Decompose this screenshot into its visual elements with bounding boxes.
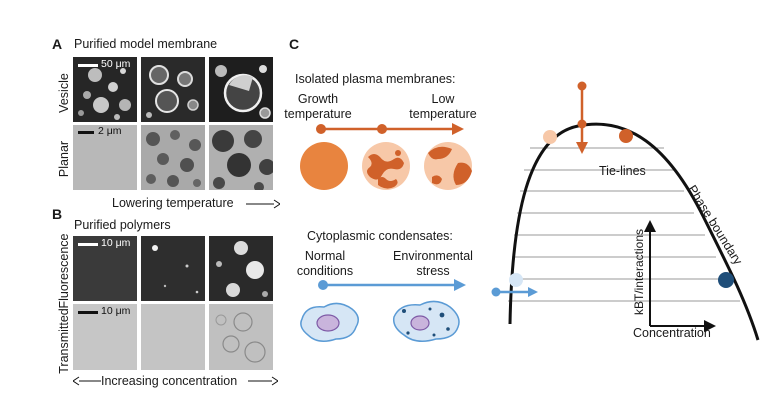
condensates-title: Cytoplasmic condensates:: [307, 229, 453, 243]
panel-a-letter: A: [52, 36, 63, 52]
planar-image-2: [141, 125, 205, 190]
condensate-point-right: [718, 272, 734, 288]
concentration-increase-arrow: [491, 287, 538, 297]
membranes-left-line1: Growth: [297, 92, 339, 106]
panel-a-axis-arrow: [244, 197, 281, 216]
cell-stressed-icon: [392, 300, 460, 342]
membrane-fluctuating-icon: [362, 142, 410, 190]
condensates-stress-arrow: [318, 275, 468, 300]
membrane-icons: [298, 141, 478, 198]
vesicle-image-3: [209, 57, 273, 122]
membranes-right-line1: Low: [431, 92, 455, 106]
membranes-right-line2: temperature: [409, 107, 477, 121]
panel-a-row2-label: Planar: [57, 140, 71, 178]
transmitted-image-2: [141, 304, 205, 370]
membrane-critical-point-left: [543, 130, 557, 144]
cell-normal-icon: [300, 302, 359, 342]
condensates-left-line2: conditions: [296, 264, 354, 278]
fluorescence-image-3: [209, 236, 273, 301]
transmitted-scale-bar: [78, 311, 98, 314]
panel-a-title: Purified model membrane: [74, 37, 218, 51]
planar-image-1: [73, 125, 137, 190]
vesicle-scale-bar: [78, 64, 98, 67]
condensates-left-line1: Normal: [304, 249, 346, 263]
membranes-right-label: Low temperature: [405, 92, 481, 122]
panel-b-letter: B: [52, 206, 63, 222]
phase-diagram: [488, 76, 778, 361]
tie-lines: [508, 147, 740, 302]
planar-scale-bar: [78, 131, 94, 134]
panel-b-axis-label: Increasing concentration: [101, 374, 238, 388]
planar-scale-text: 2 μm: [98, 125, 122, 137]
fluorescence-image-2: [141, 236, 205, 301]
diagram-axes: [644, 220, 716, 332]
membrane-separated-icon: [424, 142, 472, 190]
y-axis-label: kBT/interactions: [632, 228, 646, 316]
x-axis-label: Concentration: [633, 326, 711, 340]
condensate-point-left: [509, 273, 523, 287]
panel-c-letter: C: [289, 36, 300, 52]
transmitted-scale-text: 10 μm: [101, 305, 131, 317]
fluorescence-scale-text: 10 μm: [101, 237, 131, 249]
membranes-left-label: Growth temperature: [280, 92, 356, 122]
panel-a-axis-label: Lowering temperature: [112, 196, 234, 210]
cell-icons: [296, 297, 476, 352]
membranes-temperature-arrow: [316, 119, 466, 144]
vesicle-image-1: [73, 57, 137, 122]
membrane-critical-point-right: [619, 129, 633, 143]
panel-b-row2-label: Transmitted: [57, 308, 71, 374]
condensates-right-line2: stress: [416, 264, 450, 278]
vesicle-image-2: [141, 57, 205, 122]
membranes-left-line2: temperature: [284, 107, 352, 121]
panel-b-axis-arrow-right: [248, 374, 279, 393]
membrane-uniform-icon: [300, 142, 348, 190]
vesicle-scale-text: 50 μm: [101, 58, 131, 70]
temperature-drop-arrow: [576, 81, 588, 154]
panel-b-axis-arrow-left: [72, 374, 101, 393]
condensates-right-line1: Environmental: [393, 249, 473, 263]
panel-b-title: Purified polymers: [74, 218, 171, 232]
panel-b-row1-label: Fluorescence: [57, 233, 71, 309]
membranes-title: Isolated plasma membranes:: [295, 72, 456, 86]
tie-lines-label: Tie-lines: [599, 164, 646, 178]
transmitted-image-3: [209, 304, 273, 370]
fluorescence-scale-bar: [78, 243, 98, 246]
condensates-right-label: Environmental stress: [383, 249, 483, 279]
transmitted-image-1: [73, 304, 137, 370]
planar-image-3: [209, 125, 273, 190]
fluorescence-image-1: [73, 236, 137, 301]
panel-a-row1-label: Vesicle: [57, 73, 71, 113]
condensates-left-label: Normal conditions: [292, 249, 358, 279]
